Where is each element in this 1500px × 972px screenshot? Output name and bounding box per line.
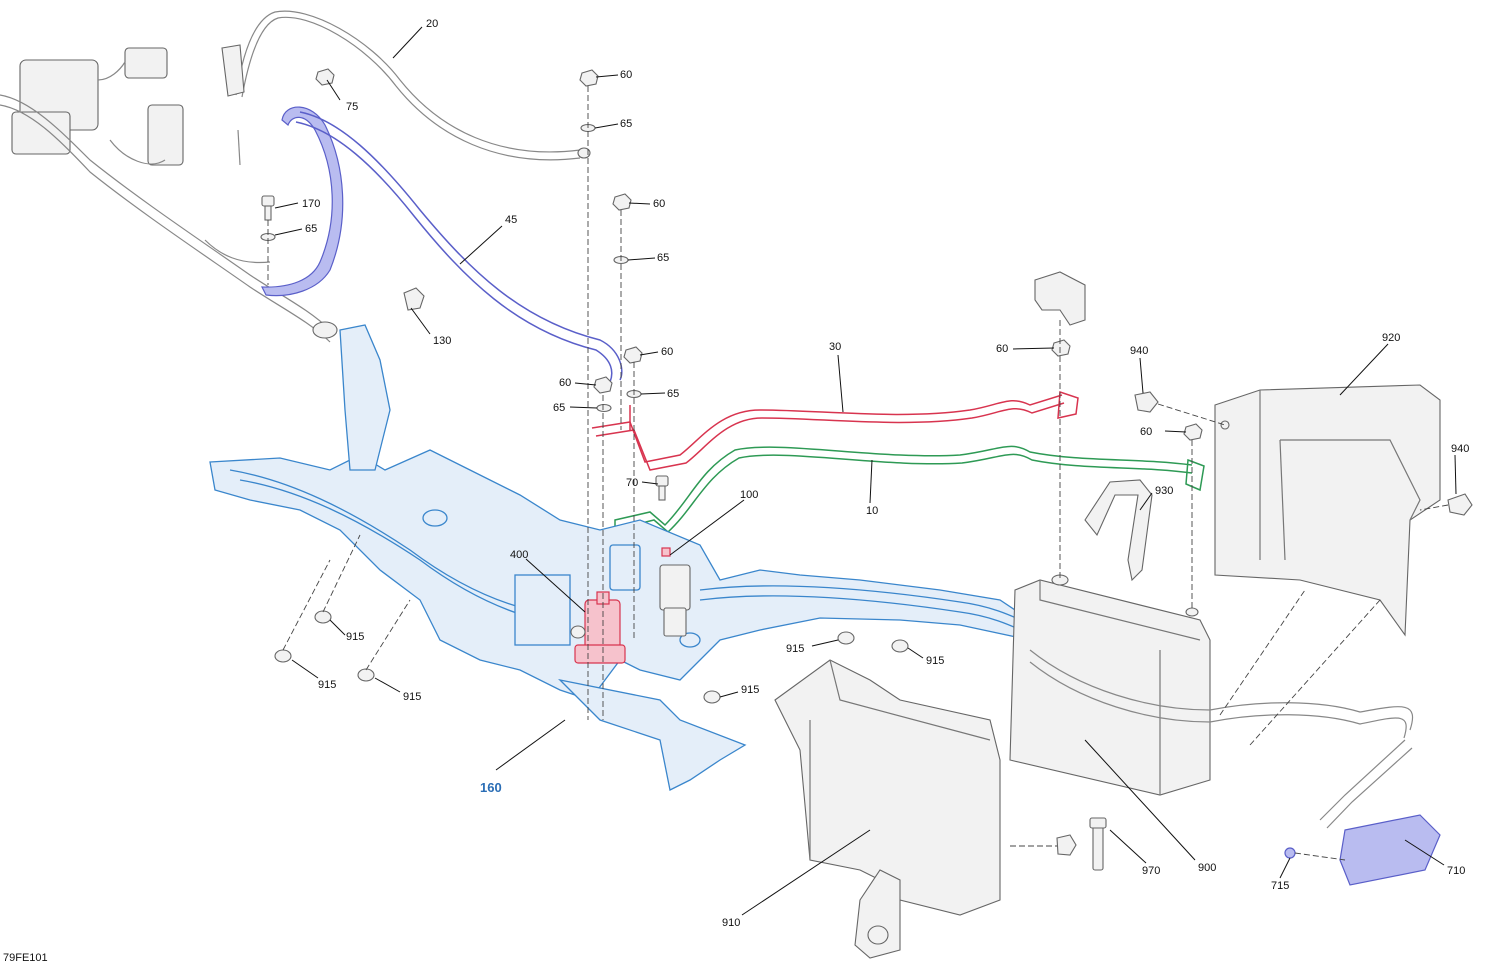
hardware [260,68,1473,871]
cover-920 [1214,384,1441,637]
callout-10: 10 [866,505,878,517]
callout-910: 910 [722,917,740,929]
callout-915: 915 [318,679,336,691]
callout-940: 940 [1130,345,1148,357]
callout-900: 900 [1198,862,1216,874]
callout-170: 170 [302,198,320,210]
battery-holder-910 [774,659,1001,959]
callout-65: 65 [667,388,679,400]
leader-lines [274,26,1457,916]
callout-70: 70 [626,477,638,489]
callout-915: 915 [403,691,421,703]
callout-920: 920 [1382,332,1400,344]
callout-45: 45 [505,214,517,226]
frame-160 [209,324,1031,791]
callout-915: 915 [786,643,804,655]
connector-100 [659,547,691,637]
callout-915: 915 [926,655,944,667]
callout-970: 970 [1142,865,1160,877]
callout-915: 915 [346,631,364,643]
callout-75: 75 [346,101,358,113]
callout-60: 60 [559,377,571,389]
strap-930 [1084,479,1153,582]
callout-65: 65 [620,118,632,130]
wiring-harness [0,47,338,343]
callout-715: 715 [1271,880,1289,892]
relay-400 [570,591,626,664]
callout-60: 60 [1140,426,1152,438]
cable-10 [614,445,1205,546]
callout-930: 930 [1155,485,1173,497]
callout-915: 915 [741,684,759,696]
callout-65: 65 [657,252,669,264]
callout-65: 65 [553,402,565,414]
module-710 [1029,649,1441,886]
callout-65: 65 [305,223,317,235]
drawing-code-label: 79FE101 [3,952,48,964]
callout-710: 710 [1447,865,1465,877]
battery-900 [1009,574,1211,796]
callout-100: 100 [740,489,758,501]
callout-20: 20 [426,18,438,30]
callout-labels: 20 75 60 65 170 65 45 60 65 130 60 60 65… [302,18,1469,929]
callout-60: 60 [620,69,632,81]
cable-45 [261,106,623,383]
callout-60: 60 [996,343,1008,355]
callout-400: 400 [510,549,528,561]
assembly-lines [267,86,1449,861]
callout-940: 940 [1451,443,1469,455]
callout-160: 160 [480,780,502,795]
callout-130: 130 [433,335,451,347]
callout-60: 60 [661,346,673,358]
cable-30 [591,390,1079,471]
cable-20 [221,10,591,166]
callout-60: 60 [653,198,665,210]
callout-30: 30 [829,341,841,353]
